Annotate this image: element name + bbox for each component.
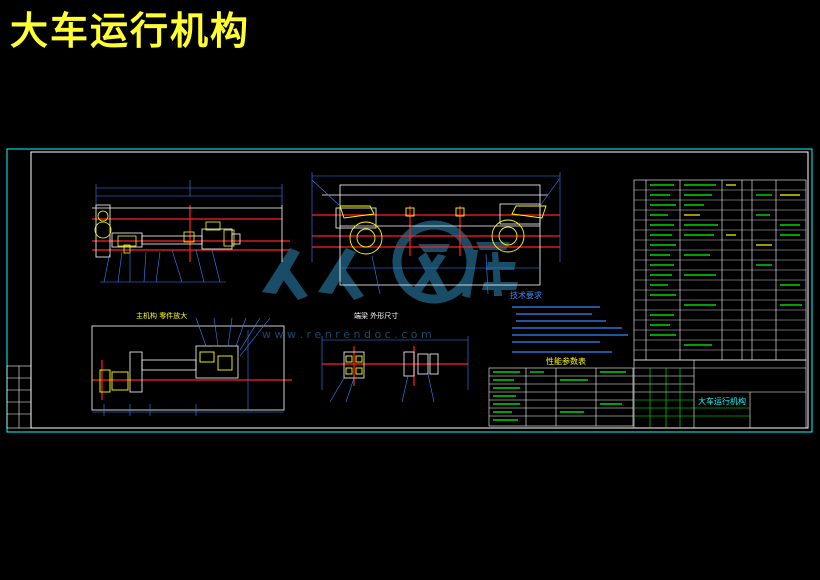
outer-frame [6, 148, 813, 433]
title-block: 大车运行机构 [633, 359, 807, 429]
view-label-left: 主机构 零件放大 [136, 311, 187, 320]
technical-requirements-title: 技术要求 [510, 290, 542, 300]
inner-frame [30, 151, 809, 429]
view-elevation-left [92, 180, 290, 283]
view-end-beam [311, 172, 561, 295]
view-plan-left: 主机构 零件放大 [91, 311, 292, 416]
view-shaft-detail: 端梁 外形尺寸 [321, 311, 469, 403]
page-title: 大车运行机构 [10, 9, 251, 53]
watermark: w w w . r e n r e n d o c . c o m [262, 220, 518, 341]
parameter-table-title: 性能参数表 [546, 356, 586, 366]
parts-list [633, 179, 807, 361]
binding-strip [6, 365, 32, 429]
view-label-middle: 端梁 外形尺寸 [354, 311, 398, 320]
technical-requirements: 技术要求 [510, 290, 628, 353]
title-block-name: 大车运行机构 [698, 396, 746, 406]
watermark-url: w w w . r e n r e n d o c . c o m [262, 328, 432, 341]
parameter-table: 性能参数表 [488, 356, 634, 427]
